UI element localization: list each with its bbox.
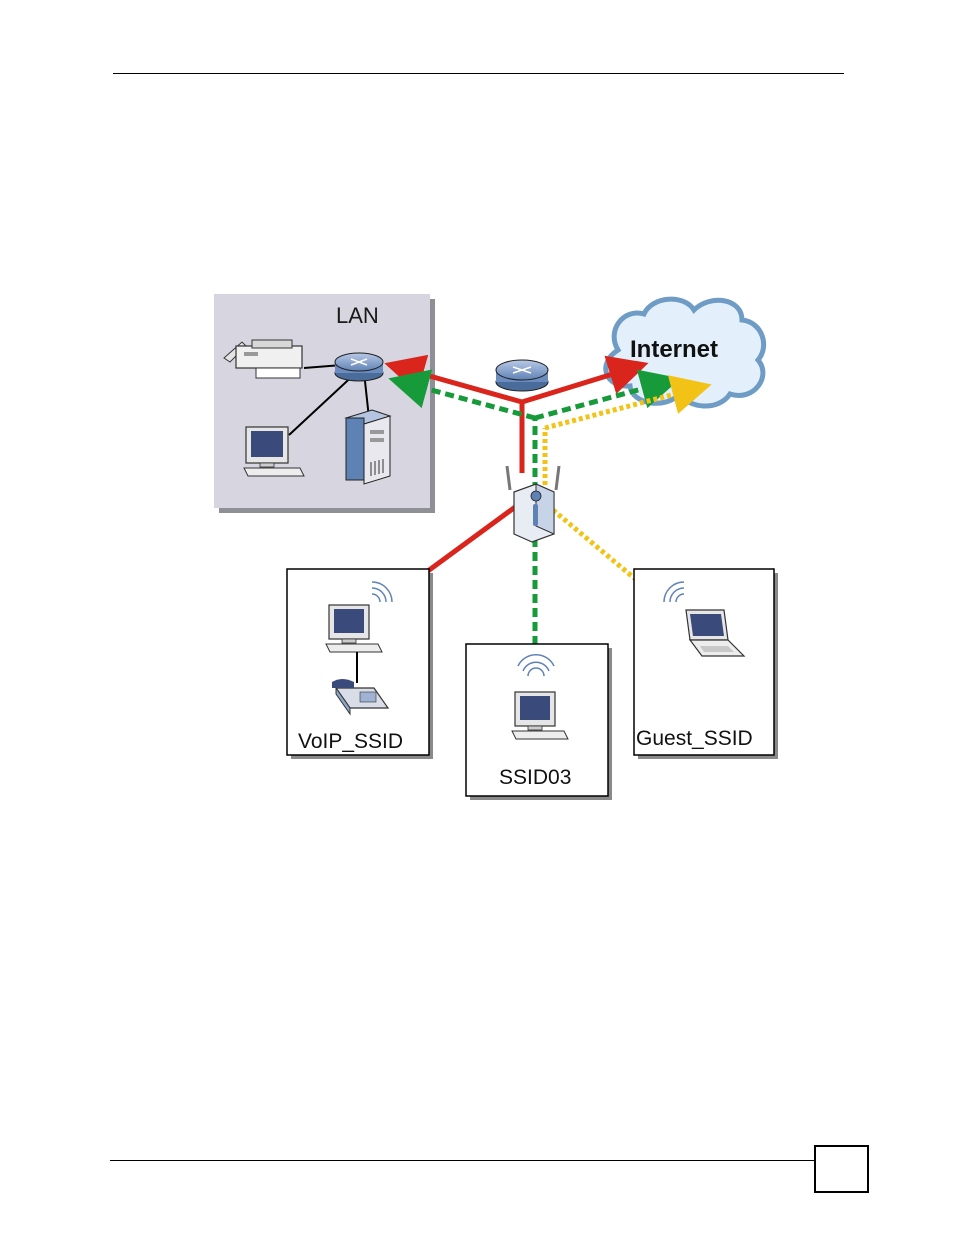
header-rule — [113, 73, 844, 74]
page-number — [816, 1147, 867, 1191]
lan-background — [214, 294, 430, 508]
footer-rule — [110, 1160, 814, 1161]
server-icon — [346, 410, 390, 484]
lan-label: LAN — [336, 303, 379, 328]
voip-ssid-box: VoIP_SSID — [287, 569, 433, 759]
router-icon — [335, 353, 383, 381]
guest-ssid-label: Guest_SSID — [636, 727, 753, 750]
ssid03-box: SSID03 — [466, 644, 612, 800]
page-number-box — [814, 1145, 869, 1193]
ssid03-label: SSID03 — [499, 766, 571, 789]
internet-label: Internet — [630, 336, 718, 363]
center-router-icon — [496, 360, 548, 391]
voip-ssid-label: VoIP_SSID — [298, 730, 403, 753]
network-diagram-svg: LAN — [214, 290, 778, 800]
network-diagram: LAN — [214, 290, 778, 800]
guest-path — [545, 387, 702, 588]
lan-zone: LAN — [214, 294, 435, 513]
guest-ssid-box: Guest_SSID — [634, 569, 778, 759]
access-point-icon — [507, 466, 559, 542]
